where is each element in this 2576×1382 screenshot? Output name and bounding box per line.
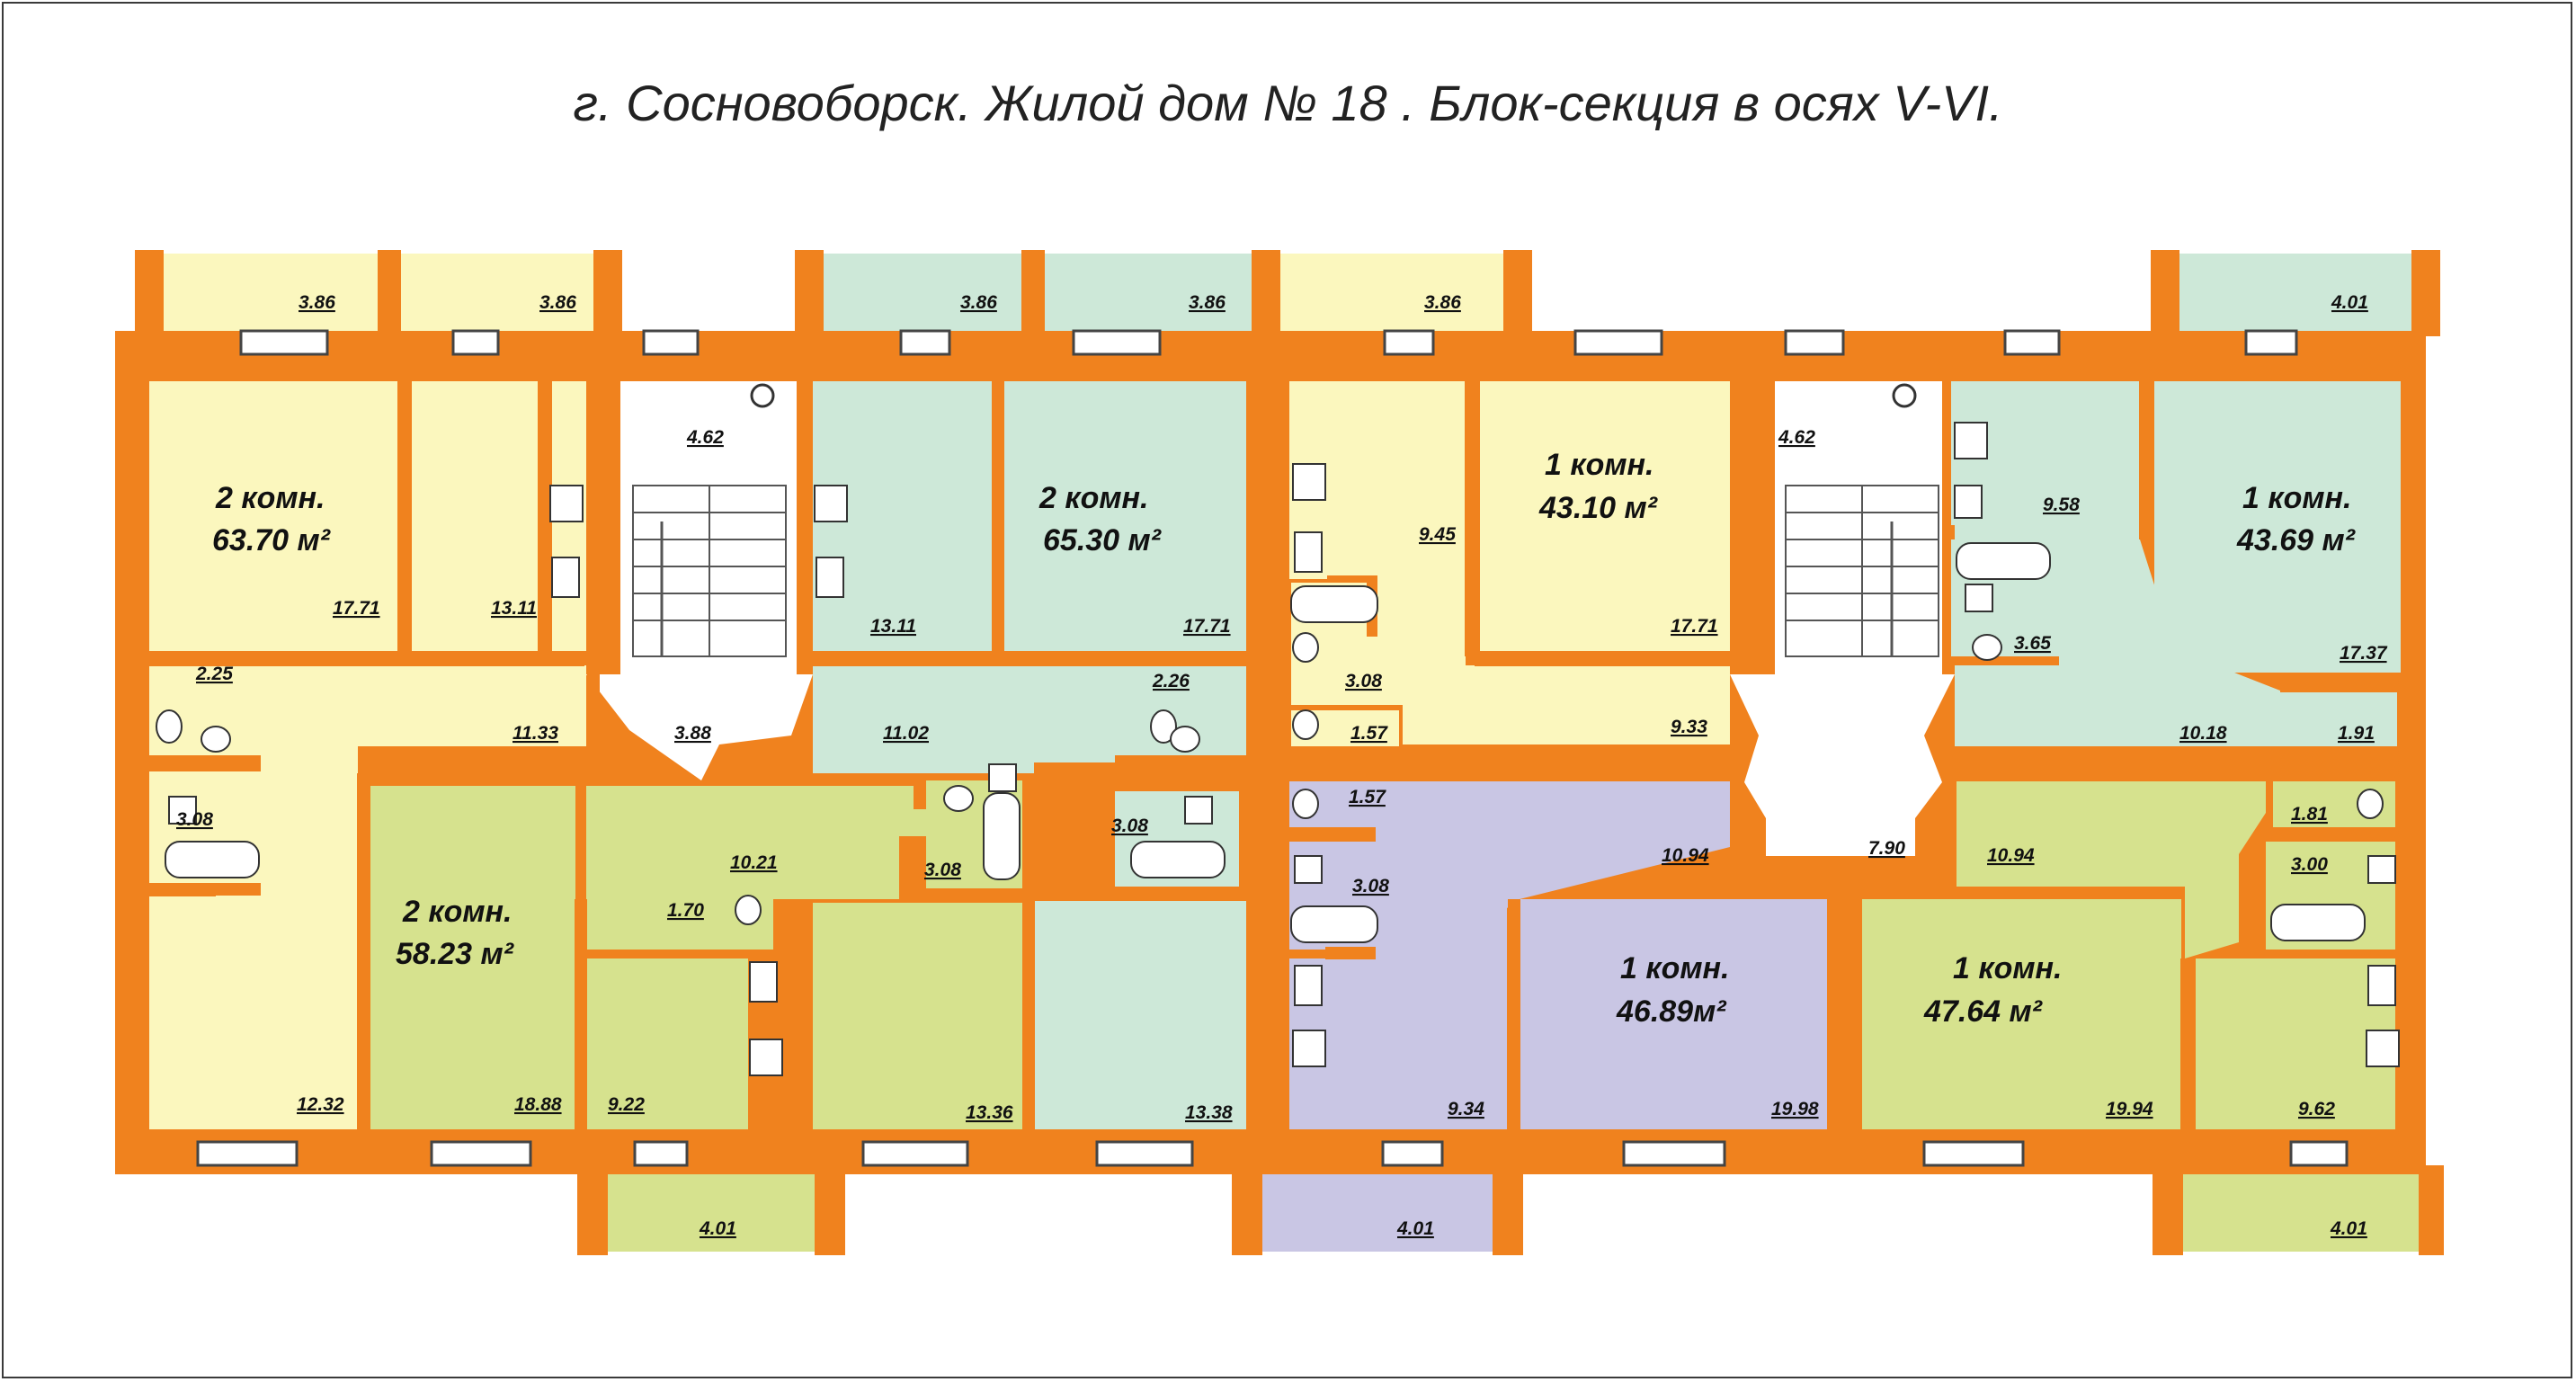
room-area-label: 17.37 [2340,643,2388,664]
room-area-label: 3.65 [2014,633,2051,654]
room-area-label: 3.86 [299,292,335,313]
washbasin-icon [168,584,2396,884]
apartment-name: 1 комн. [2242,481,2352,515]
apartment-area: 63.70 м² [212,523,332,557]
room-area-label: 11.33 [513,723,558,744]
balcony [1025,254,1252,331]
apartment-name: 1 комн. [1620,951,1730,985]
apartment-area: 46.89м² [1616,994,1727,1029]
windows-bottom [196,1140,2349,1167]
room-area-label: 13.38 [1185,1102,1233,1123]
balcony [1275,254,1503,331]
plan-title: г. Сосновоборск. Жилой дом № 18 . Блок-с… [573,75,2003,131]
balcony [2176,254,2419,331]
room-area-label: 9.22 [608,1094,645,1115]
room-area-label: 17.71 [333,598,380,619]
room-area-label: 3.08 [1345,671,1382,691]
room-area-label: 19.94 [2106,1099,2153,1119]
room-area-label: 3.08 [924,860,961,880]
room-area-label: 1.57 [1350,723,1388,744]
interior-walls [149,381,2401,1129]
room-area-labels: 3.86 3.86 3.86 3.86 3.86 4.01 4.62 4.62 17.71 13.… [176,292,2388,1239]
room-area-label: 9.34 [1448,1099,1484,1119]
balcony [608,1174,815,1252]
stair-halls [586,381,1955,856]
room-area-label: 9.33 [1671,717,1707,737]
room-area-label: 9.45 [1419,524,1456,545]
room-area-label: 3.00 [2291,854,2328,875]
apartment-name: 2 комн. [402,895,513,929]
apartment-area: 65.30 м² [1043,523,1163,557]
apartment-3-rooms [1289,381,1730,746]
garbage-chute-icon [750,383,775,408]
apartment-area: 58.23 м² [396,937,515,971]
staircase-right [1785,485,1939,657]
apartment-5-rooms [370,780,1034,1129]
room-area-label: 2.26 [1152,671,1190,691]
room-area-label: 12.32 [297,1094,344,1115]
room-area-label: 7.90 [1868,838,1905,859]
room-area-label: 3.86 [1189,292,1226,313]
room-area-label: 1.91 [2338,723,2375,744]
room-area-label: 4.62 [1778,427,1815,448]
room-area-label: 9.58 [2043,495,2080,515]
room-area-label: 3.08 [1352,876,1389,896]
room-area-label: 4.01 [699,1218,736,1239]
room-area-label: 19.98 [1771,1099,1819,1119]
staircase-left [632,485,787,657]
room-area-label: 1.70 [667,900,704,921]
room-area-label: 13.36 [966,1102,1013,1123]
room-area-label: 3.86 [539,292,576,313]
room-area-label: 10.21 [730,852,778,873]
room-area-label: 10.18 [2179,723,2227,744]
room-area-label: 4.01 [1396,1218,1434,1239]
apartment-area: 43.10 м² [1538,491,1659,525]
room-area-label: 3.08 [1111,816,1148,836]
room-area-label: 3.86 [960,292,997,313]
apartment-7-rooms [1861,780,2395,1129]
room-area-label: 9.62 [2298,1099,2335,1119]
room-area-label: 17.71 [1183,616,1231,637]
room-area-label: 3.08 [176,809,213,830]
apartment-area: 43.69 м² [2236,523,2357,557]
room-area-label: 3.88 [674,723,711,744]
room-area-label: 4.01 [2330,1218,2367,1239]
room-area-label: 3.86 [1424,292,1461,313]
apartment-name: 2 комн. [215,481,325,515]
room-area-label: 13.11 [491,598,537,619]
room-area-label: 1.57 [1349,787,1386,807]
apartment-name: 2 комн. [1038,481,1149,515]
room-area-label: 18.88 [514,1094,562,1115]
balcony-walls [577,1165,2444,1255]
balcony [1262,1174,1493,1252]
apartment-name: 1 комн. [1953,951,2063,985]
room-area-label: 2.25 [195,664,233,684]
balcony [820,254,1023,331]
apartment-area: 47.64 м² [1923,994,2044,1029]
room-area-label: 10.94 [1662,845,1709,866]
room-area-label: 13.11 [870,616,916,637]
balcony [388,254,611,331]
apartment-name: 1 комн. [1545,448,1654,482]
room-area-label: 4.01 [2331,292,2368,313]
balcony-walls [135,250,2440,336]
balcony [2183,1174,2419,1252]
garbage-chute-icon [1892,383,1917,408]
room-area-label: 10.94 [1987,845,2035,866]
room-area-label: 11.02 [883,723,929,744]
room-area-label: 17.71 [1671,616,1718,637]
bathtub-icon [165,542,2366,943]
stove-icon [549,422,2400,1076]
toilet-icon [156,632,2384,925]
room-area-label: 1.81 [2291,804,2328,825]
sink-icon [551,485,2396,1006]
windows-top [239,329,2298,356]
balcony [164,254,387,331]
room-area-label: 4.62 [686,427,724,448]
